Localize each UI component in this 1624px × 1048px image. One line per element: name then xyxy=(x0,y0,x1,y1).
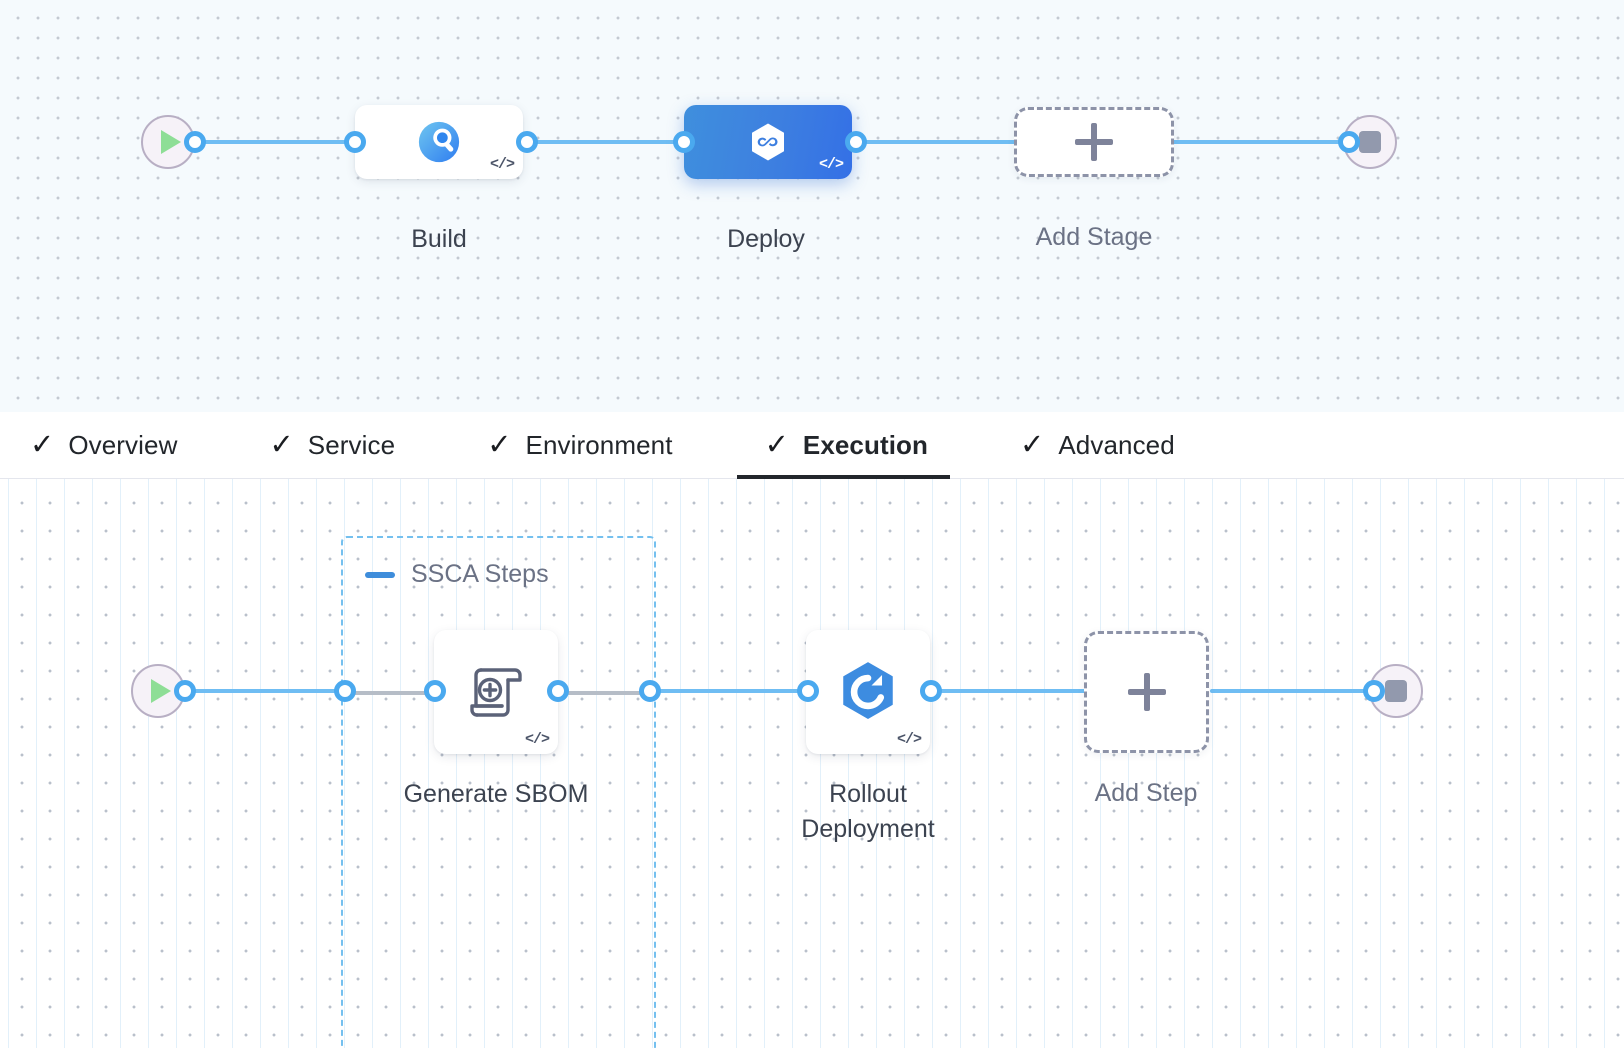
step-group-title: SSCA Steps xyxy=(411,560,549,588)
step-group-header[interactable]: SSCA Steps xyxy=(365,560,549,589)
plus-icon xyxy=(1075,123,1113,161)
security-scan-icon xyxy=(355,105,523,179)
check-icon: ✓ xyxy=(764,428,789,461)
step-wire-sbom-groupout xyxy=(556,691,656,695)
stage-deploy-out-port[interactable] xyxy=(845,131,867,153)
minus-icon[interactable] xyxy=(365,571,395,578)
check-icon: ✓ xyxy=(269,428,294,461)
play-icon xyxy=(151,679,171,703)
code-badge[interactable]: </> xyxy=(524,731,550,748)
sbom-scroll-plus-icon xyxy=(434,630,558,754)
stage-build-out-port[interactable] xyxy=(516,131,538,153)
tab-service-label: Service xyxy=(307,429,396,460)
play-icon xyxy=(161,130,181,154)
stage-wire-deploy-addstage xyxy=(846,140,1024,144)
code-badge[interactable]: </> xyxy=(896,731,922,748)
plus-icon xyxy=(1127,673,1166,711)
execution-steps-canvas[interactable]: SSCA Steps xyxy=(0,479,1624,1048)
tab-advanced[interactable]: ✓ Advanced xyxy=(1020,412,1201,479)
stage-node-deploy-label: Deploy xyxy=(727,225,805,253)
stage-node-deploy[interactable]: </> xyxy=(684,105,852,179)
stage-node-build[interactable]: </> xyxy=(355,105,523,179)
step-start-port[interactable] xyxy=(174,680,196,702)
step-rollout-out-port[interactable] xyxy=(920,680,942,702)
stop-icon xyxy=(1359,131,1381,153)
code-badge[interactable]: </> xyxy=(818,156,844,173)
step-wire-group-rollout xyxy=(648,689,816,693)
step-node-rollout-deployment[interactable]: </> xyxy=(806,630,930,754)
stage-deploy-in-port[interactable] xyxy=(673,131,695,153)
step-group-out-port[interactable] xyxy=(639,680,661,702)
add-step-label: Add Step xyxy=(1094,779,1198,807)
code-badge[interactable]: </> xyxy=(489,156,515,173)
rollout-hexagon-icon xyxy=(806,630,930,754)
stage-start-port[interactable] xyxy=(184,131,206,153)
stage-wire-build-deploy xyxy=(520,140,688,144)
tab-overview-label: Overview xyxy=(68,429,178,460)
check-icon: ✓ xyxy=(1020,428,1045,461)
stop-icon xyxy=(1385,680,1407,702)
stage-node-build-label: Build xyxy=(411,225,467,253)
stage-wire-addstage-end xyxy=(1165,140,1357,144)
tab-environment-label: Environment xyxy=(525,429,673,460)
step-sbom-out-port[interactable] xyxy=(547,680,569,702)
step-group-in-port[interactable] xyxy=(334,680,356,702)
step-rollout-in-port[interactable] xyxy=(797,680,819,702)
step-group-ssca[interactable]: SSCA Steps xyxy=(341,536,656,1048)
step-wire-addstep-end xyxy=(1210,689,1380,693)
stage-wire-start-build xyxy=(188,140,356,144)
step-sbom-in-port[interactable] xyxy=(424,680,446,702)
tab-environment[interactable]: ✓ Environment xyxy=(487,412,698,479)
add-stage-button[interactable] xyxy=(1014,107,1174,177)
tab-execution-label: Execution xyxy=(802,429,929,460)
tab-advanced-label: Advanced xyxy=(1058,429,1175,460)
step-end-port[interactable] xyxy=(1363,680,1385,702)
step-node-generate-sbom[interactable]: </> xyxy=(434,630,558,754)
tab-overview[interactable]: ✓ Overview xyxy=(30,412,203,479)
tab-execution[interactable]: ✓ Execution xyxy=(736,412,954,479)
add-stage-label: Add Stage xyxy=(1035,223,1153,251)
harness-hexagon-infinity-icon xyxy=(684,105,852,179)
add-step-button[interactable] xyxy=(1084,631,1209,753)
stage-config-tabs[interactable]: ✓ Overview ✓ Service ✓ Environment ✓ Exe… xyxy=(0,412,1624,479)
step-node-rollout-deployment-label: Rollout Deployment xyxy=(801,780,935,843)
stage-canvas[interactable]: </> Build </> Deploy Add Stage xyxy=(0,0,1624,412)
step-wire-start-group xyxy=(178,689,346,693)
stage-build-in-port[interactable] xyxy=(344,131,366,153)
step-wire-rollout-addstep xyxy=(924,689,1088,693)
check-icon: ✓ xyxy=(30,428,55,461)
step-wire-group-sbom xyxy=(345,691,441,695)
tab-service[interactable]: ✓ Service xyxy=(269,412,421,479)
stage-end-port[interactable] xyxy=(1338,131,1360,153)
step-node-generate-sbom-label: Generate SBOM xyxy=(403,780,589,808)
check-icon: ✓ xyxy=(487,428,512,461)
